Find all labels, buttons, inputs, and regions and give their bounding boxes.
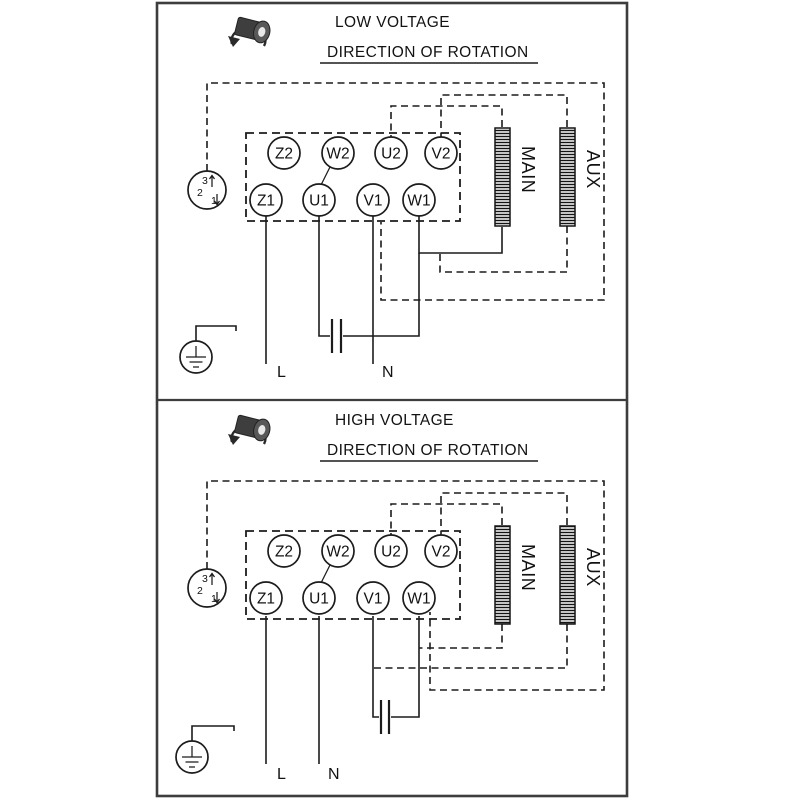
terminal-u1-label: U1: [309, 193, 329, 210]
selector-arrow-up: [208, 572, 216, 585]
selector-3: 3: [202, 175, 208, 187]
terminal-u2-label: U2: [381, 544, 401, 561]
terminal-w2: W2: [321, 534, 355, 568]
wire-selector-loop: [206, 82, 605, 301]
line-label: L: [277, 364, 286, 381]
ground-symbol: [179, 325, 237, 374]
capacitor: [330, 319, 343, 353]
rotation-arrowhead: [228, 434, 240, 445]
main-winding-label: MAIN: [518, 544, 538, 591]
terminal-v1-label: V1: [364, 193, 383, 210]
aux-winding-label: AUX: [583, 548, 603, 587]
terminal-u2-label: U2: [381, 146, 401, 163]
neutral-label: N: [328, 766, 340, 783]
wire-w1-to-capacitor: [391, 616, 420, 718]
terminal-u1-label: U1: [309, 591, 329, 608]
wire-w2-u1-strap: [320, 564, 331, 584]
wire-w1-to-main: [418, 216, 503, 254]
wire-aux-to-v2: [440, 94, 568, 137]
terminal-z2: Z2: [267, 534, 301, 568]
aux-winding: AUX: [559, 525, 603, 625]
terminal-v2: V2: [424, 534, 458, 568]
main-winding-label: MAIN: [518, 146, 538, 193]
terminal-v1: V1: [356, 183, 390, 217]
panel-title: LOW VOLTAGE: [335, 14, 450, 31]
main-winding: MAIN: [494, 525, 538, 625]
panel-title: HIGH VOLTAGE: [335, 412, 454, 429]
terminal-v1-label: V1: [364, 591, 383, 608]
terminal-u1: U1: [302, 581, 336, 615]
terminal-w2-label: W2: [326, 146, 349, 163]
selector-2: 2: [197, 585, 203, 597]
wire-v1-to-capacitor: [372, 616, 379, 718]
terminal-w1: W1: [402, 183, 436, 217]
terminal-w1-label: W1: [407, 193, 430, 210]
terminal-z1: Z1: [249, 581, 283, 615]
wire-aux-to-v2: [440, 492, 568, 535]
rotation-icon: [228, 16, 271, 47]
neutral-label: N: [382, 364, 394, 381]
aux-winding: AUX: [559, 127, 603, 227]
shaft-icon: [234, 414, 271, 442]
shaft-core: [258, 425, 266, 435]
main-winding-coil: [494, 525, 511, 625]
wire-u1-to-capacitor: [318, 216, 330, 337]
main-winding-coil: [494, 127, 511, 227]
wire-selector-loop: [206, 480, 605, 691]
terminal-u2: U2: [374, 136, 408, 170]
wire-main-to-w1: [419, 624, 503, 649]
main-winding: MAIN: [494, 127, 538, 227]
line-label: L: [277, 766, 286, 783]
selector-1: 1: [211, 593, 217, 605]
terminal-u1: U1: [302, 183, 336, 217]
selector-arrow-down: [213, 194, 221, 206]
selector-2: 2: [197, 187, 203, 199]
terminal-box: [245, 530, 461, 620]
terminal-u2: U2: [374, 534, 408, 568]
terminal-w1: W1: [402, 581, 436, 615]
selector-3: 3: [202, 573, 208, 585]
wire-capacitor-to-w1: [343, 253, 420, 337]
terminal-box: [245, 132, 461, 222]
selector-switch: 3 2 1: [187, 170, 227, 210]
terminal-w1-label: W1: [407, 591, 430, 608]
aux-winding-coil: [559, 525, 576, 625]
terminal-z1-label: Z1: [257, 591, 275, 608]
terminal-v2: V2: [424, 136, 458, 170]
selector-switch: 3 2 1: [187, 568, 227, 608]
terminal-v2-label: V2: [432, 544, 451, 561]
rotation-arrowhead: [228, 36, 240, 47]
ground-connector: [195, 325, 237, 341]
selector-arrow-down: [213, 592, 221, 604]
shaft-icon: [234, 16, 271, 44]
earth-lines: [182, 746, 202, 768]
low-voltage-panel: LOW VOLTAGE DIRECTION OF ROTATION Z2 W2 …: [179, 14, 605, 381]
terminal-z2-label: Z2: [275, 544, 293, 561]
wire-aux-bottom: [439, 226, 568, 273]
wire-aux-to-v1: [373, 624, 568, 669]
earth-lines: [186, 346, 206, 368]
terminal-v2-label: V2: [432, 146, 451, 163]
selector-1: 1: [211, 195, 217, 207]
rotation-icon: [228, 414, 271, 445]
terminal-w2: W2: [321, 136, 355, 170]
aux-winding-label: AUX: [583, 150, 603, 189]
aux-winding-coil: [559, 127, 576, 227]
ground-symbol: [175, 725, 235, 774]
panel-subtitle: DIRECTION OF ROTATION: [327, 44, 529, 61]
terminal-w2-label: W2: [326, 544, 349, 561]
terminal-z1-label: Z1: [257, 193, 275, 210]
terminal-z2: Z2: [267, 136, 301, 170]
ground-connector: [191, 725, 235, 741]
shaft-core: [258, 27, 266, 37]
terminal-v1: V1: [356, 581, 390, 615]
capacitor: [379, 700, 391, 734]
high-voltage-panel: HIGH VOLTAGE DIRECTION OF ROTATION Z2 W2…: [175, 412, 605, 783]
wire-w2-u1-strap: [320, 166, 331, 186]
terminal-z2-label: Z2: [275, 146, 293, 163]
panel-subtitle: DIRECTION OF ROTATION: [327, 442, 529, 459]
selector-arrow-up: [208, 174, 216, 187]
terminal-z1: Z1: [249, 183, 283, 217]
